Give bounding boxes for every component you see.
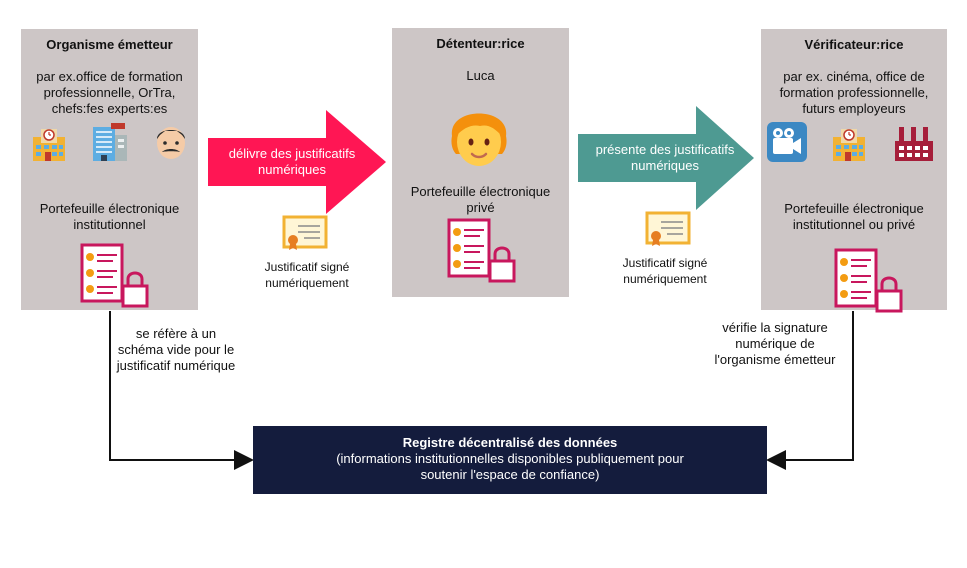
holder-panel: Détenteur:rice Luca Portefeuille électro… xyxy=(392,28,569,297)
holder-name: Luca xyxy=(466,68,495,83)
verifier-wallet-label: Portefeuille électronique institutionnel… xyxy=(784,201,924,232)
verifier-examples: par ex. cinéma, office de formation prof… xyxy=(779,69,929,116)
expert-face-icon xyxy=(157,127,185,159)
person-face-icon xyxy=(451,113,507,166)
issuer-title: Organisme émetteur xyxy=(46,37,173,52)
verifier-title: Vérificateur:rice xyxy=(804,37,904,52)
issuer-panel: Organisme émetteur par ex.office de form… xyxy=(21,29,198,310)
issue-arrow-label: délivre des justificatifs numériques xyxy=(228,146,356,177)
school-building-icon xyxy=(833,129,865,161)
issuer-wallet-label: Portefeuille électronique institutionnel xyxy=(39,201,180,232)
issue-arrow xyxy=(208,110,386,214)
verifier-registry-label: vérifie la signature numérique de l'orga… xyxy=(714,320,836,367)
wallet-lock-icon xyxy=(447,218,516,283)
credential-caption-left: Justificatif signé numériquement xyxy=(264,260,350,290)
wallet-lock-icon xyxy=(834,248,903,313)
present-arrow xyxy=(578,106,754,210)
registry-box: Registre décentralisé des données (infor… xyxy=(253,426,767,494)
office-building-icon xyxy=(93,123,127,161)
issuer-examples: par ex.office de formation professionnel… xyxy=(36,69,183,116)
factory-icon xyxy=(895,127,933,161)
certificate-icon xyxy=(645,211,691,246)
issuer-to-registry-line xyxy=(109,311,254,470)
holder-title: Détenteur:rice xyxy=(436,36,525,51)
credential-caption-right: Justificatif signé numériquement xyxy=(622,256,708,286)
present-arrow-label: présente des justificatifs numériques xyxy=(595,142,735,173)
school-building-icon xyxy=(33,129,65,161)
verifier-panel: Vérificateur:rice par ex. cinéma, office… xyxy=(761,29,947,313)
movie-camera-icon xyxy=(767,122,807,162)
certificate-icon xyxy=(282,215,328,250)
registry-subtitle: (informations institutionnelles disponib… xyxy=(336,451,684,482)
wallet-lock-icon xyxy=(80,243,149,308)
issuer-registry-label: se réfère à un schéma vide pour le justi… xyxy=(116,326,236,373)
verifier-to-registry-line xyxy=(766,311,854,470)
holder-wallet-label: Portefeuille électronique privé xyxy=(410,184,551,215)
registry-title: Registre décentralisé des données xyxy=(402,435,618,450)
